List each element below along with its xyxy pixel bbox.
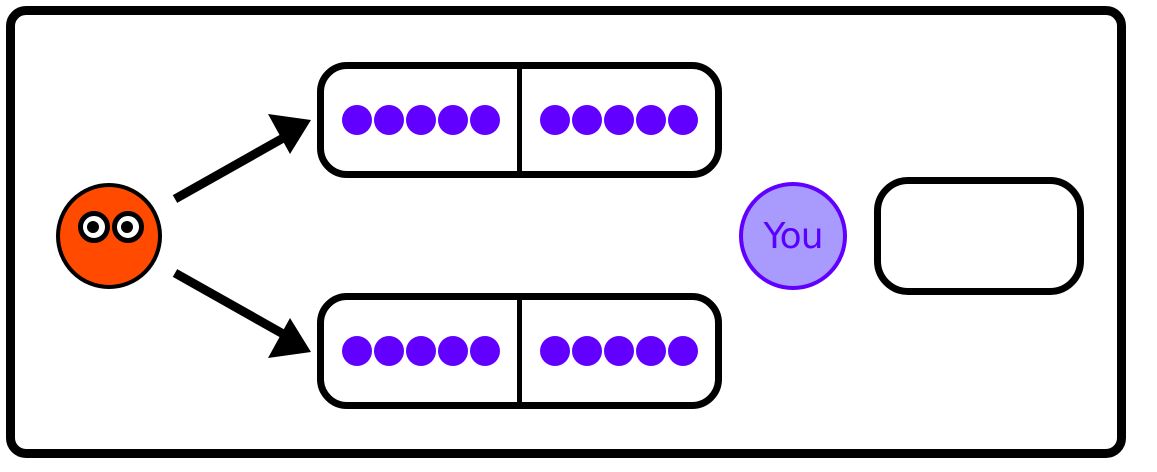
pip-dot [405, 336, 436, 366]
tile-bottom-left-half [324, 300, 520, 402]
pip-dot [469, 336, 500, 366]
pip-dot [373, 105, 404, 135]
pip-dot [405, 105, 436, 135]
pip-dot [667, 105, 698, 135]
pip-dot [341, 105, 372, 135]
agent-eye-right [112, 211, 144, 243]
pip-dot [539, 105, 570, 135]
agent-face-icon [56, 183, 162, 289]
pip-dot [667, 336, 698, 366]
tile-top-right-half [520, 69, 715, 171]
pip-dot [437, 105, 468, 135]
pip-dot [571, 105, 602, 135]
player-label: You [763, 215, 823, 257]
pip-dot [571, 336, 602, 366]
pip-dot [539, 336, 570, 366]
pip-dot [635, 105, 666, 135]
tile-bottom-right-half [520, 300, 715, 402]
agent-eye-left [78, 211, 110, 243]
pip-dot [603, 105, 634, 135]
domino-tile-top[interactable] [317, 62, 722, 178]
domino-tile-bottom[interactable] [317, 293, 722, 409]
pip-dot [373, 336, 404, 366]
pip-dot [341, 336, 372, 366]
pip-dot [469, 105, 500, 135]
pip-dot [603, 336, 634, 366]
pip-dot [437, 336, 468, 366]
pip-dot [635, 336, 666, 366]
empty-answer-slot[interactable] [874, 177, 1084, 295]
tile-top-left-half [324, 69, 520, 171]
player-avatar: You [739, 182, 847, 290]
